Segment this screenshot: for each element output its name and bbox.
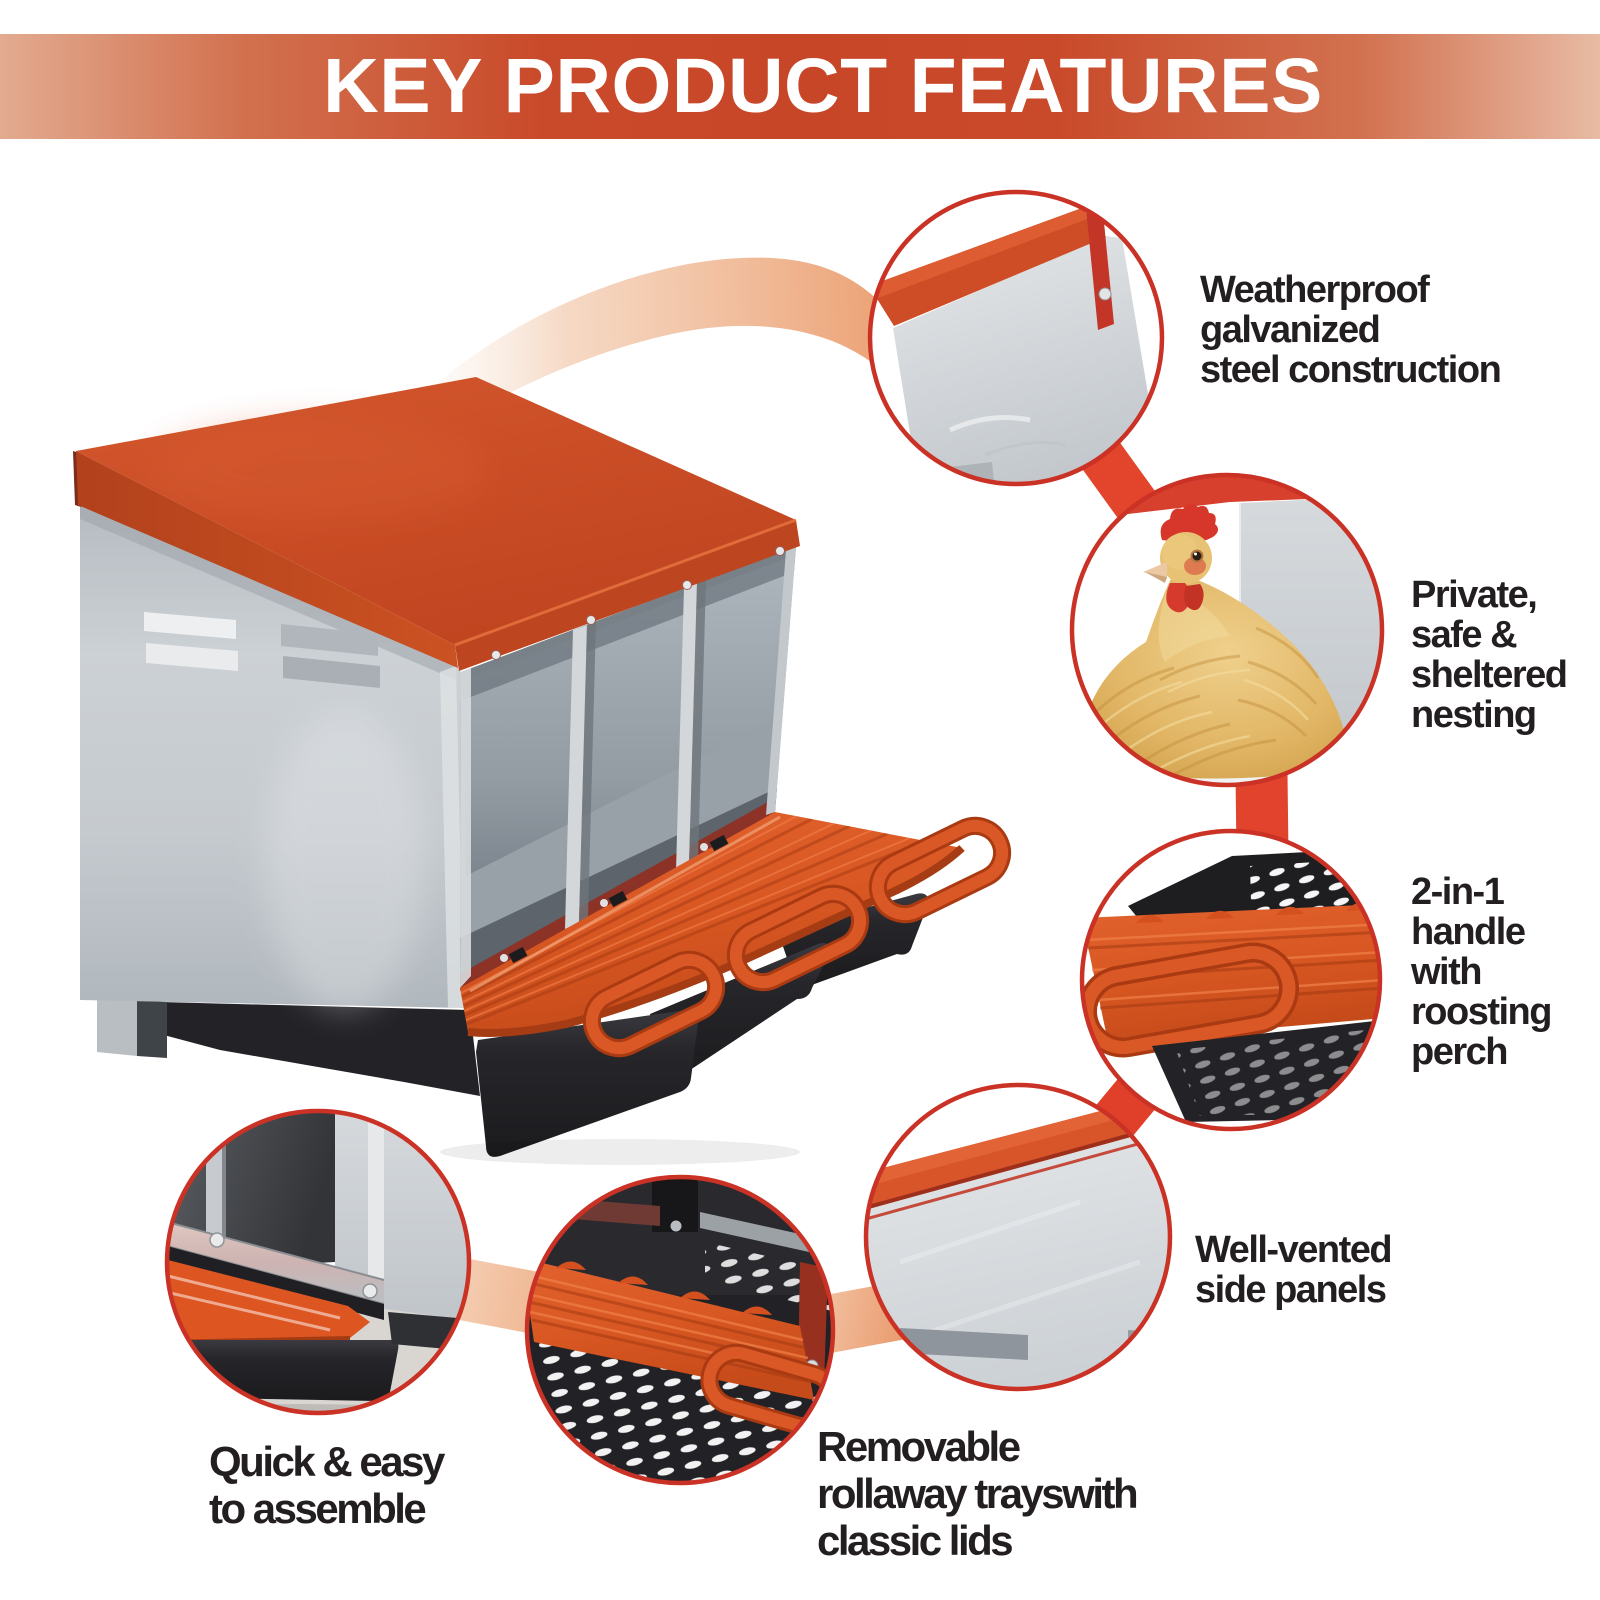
feature-label-rollaway-trays: Removable rollaway trayswith classic lid… xyxy=(817,1423,1139,1564)
callout-tray-lid xyxy=(524,1174,836,1486)
roof xyxy=(76,377,800,671)
vent-slots xyxy=(144,612,380,688)
hen xyxy=(1082,503,1348,780)
feature-label-handle-perch: 2-in-1 handle with roosting perch xyxy=(1411,871,1552,1073)
tray-lid-closeup-photo xyxy=(527,1177,833,1483)
feature-label-private-nesting: Private, safe & sheltered nesting xyxy=(1411,574,1568,736)
header-band: KEY PRODUCT FEATURES xyxy=(0,34,1600,139)
callout-side-panel xyxy=(863,1082,1173,1392)
base-corner-closeup-photo xyxy=(167,1111,469,1413)
perch-lids xyxy=(460,812,965,1037)
compartment-dividers xyxy=(460,546,796,988)
swoosh-connector xyxy=(420,257,888,432)
nest-compartments xyxy=(460,546,796,990)
callout-handle xyxy=(1079,828,1383,1132)
product-foot xyxy=(97,998,167,1058)
perch-handles xyxy=(582,816,1012,1058)
feature-label-weatherproof: Weatherproof galvanized steel constructi… xyxy=(1200,269,1502,391)
fascia-rivets xyxy=(491,546,785,660)
page-title: KEY PRODUCT FEATURES xyxy=(323,43,1323,129)
product-base-shadow xyxy=(160,1002,480,1096)
product-illustration xyxy=(73,377,1012,1165)
feature-label-easy-assembly: Quick & easy to assemble xyxy=(209,1438,445,1532)
callout-assembly xyxy=(164,1108,472,1416)
feature-label-vented-panels: Well-vented side panels xyxy=(1195,1229,1393,1311)
